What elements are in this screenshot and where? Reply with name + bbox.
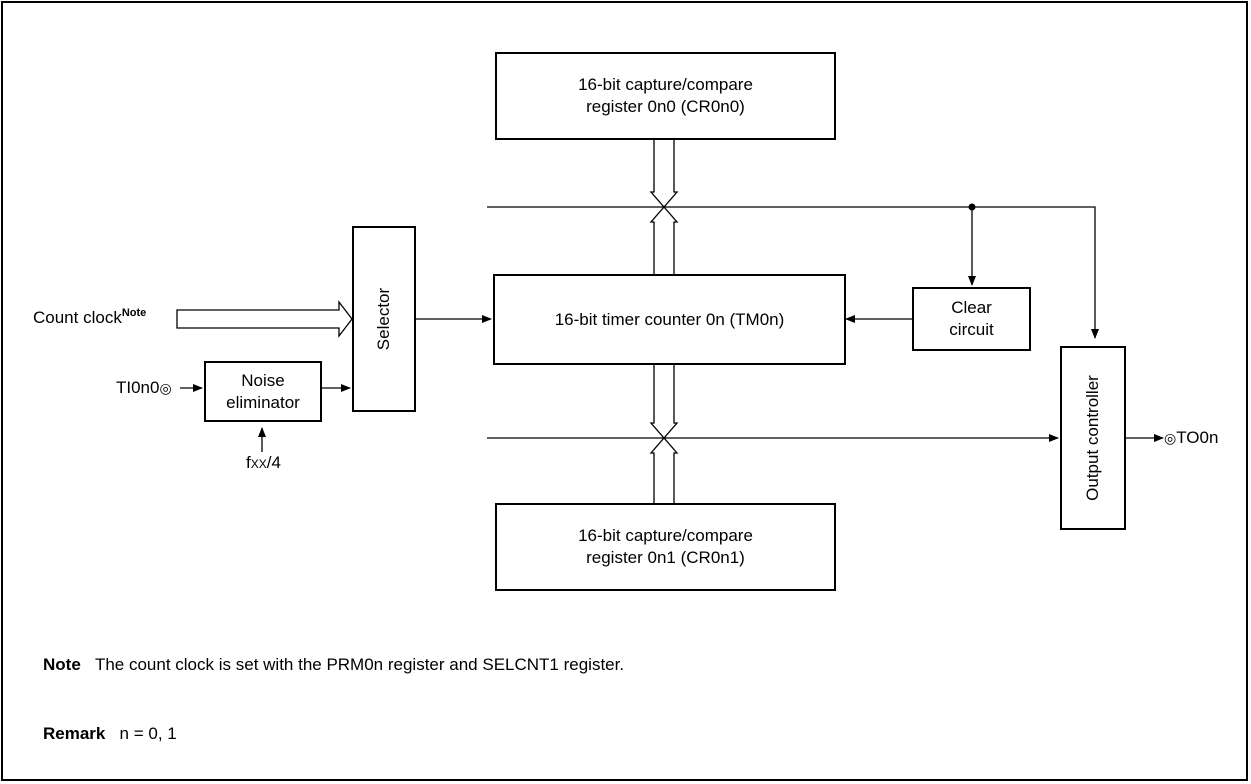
fxx-divider: /4 bbox=[266, 453, 281, 472]
remark-label: Remark bbox=[43, 724, 106, 743]
selector-box: Selector bbox=[352, 226, 416, 412]
cr0n0-label-line1: 16-bit capture/compare bbox=[578, 75, 753, 94]
output-controller-label: Output controller bbox=[1083, 375, 1102, 501]
noise-label-line1: Noise bbox=[241, 370, 285, 390]
note-line: Note The count clock is set with the PRM… bbox=[43, 655, 624, 675]
remark-line: Remark n = 0, 1 bbox=[43, 724, 177, 744]
upper-vertical-bus-lower bbox=[649, 206, 679, 274]
cr0n1-label-line2: register 0n1 (CR0n1) bbox=[586, 548, 745, 567]
cr0n0-label-line2: register 0n0 (CR0n0) bbox=[586, 97, 745, 116]
count-clock-note-mark: Note bbox=[121, 307, 147, 319]
remark-text: n = 0, 1 bbox=[119, 724, 177, 743]
ti-pin-text: TI0n0 bbox=[116, 378, 160, 397]
note-text: The count clock is set with the PRM0n re… bbox=[94, 655, 625, 674]
clear-label-line2: circuit bbox=[949, 320, 994, 339]
ti-pin-label: TI0n0◎ bbox=[116, 378, 172, 398]
tm0n-label: 16-bit timer counter 0n (TM0n) bbox=[554, 309, 785, 329]
count-clock-label: Count clockNote bbox=[33, 307, 146, 328]
cr0n0-register-box: 16-bit capture/compare register 0n0 (CR0… bbox=[495, 52, 836, 140]
lower-vertical-bus bbox=[649, 365, 679, 439]
note-label: Note bbox=[43, 655, 81, 674]
output-controller-box: Output controller bbox=[1060, 346, 1126, 530]
count-clock-text: Count clock bbox=[33, 308, 122, 327]
fxx-subscript: XX bbox=[250, 457, 267, 471]
clear-circuit-box: Clear circuit bbox=[912, 287, 1031, 351]
fxx-f: f bbox=[246, 453, 251, 472]
to-pin-text: TO0n bbox=[1176, 428, 1219, 447]
junction-dot bbox=[968, 203, 976, 211]
fxx-clock-label: fXX/4 bbox=[246, 453, 281, 473]
selector-label: Selector bbox=[374, 287, 393, 351]
upper-vertical-bus bbox=[649, 140, 679, 208]
noise-eliminator-box: Noise eliminator bbox=[204, 361, 322, 422]
upper-bus-line bbox=[487, 206, 1099, 339]
cr0n1-label-line1: 16-bit capture/compare bbox=[578, 526, 753, 545]
cr0n1-register-box: 16-bit capture/compare register 0n1 (CR0… bbox=[495, 503, 836, 591]
tm0n-timer-counter-box: 16-bit timer counter 0n (TM0n) bbox=[493, 274, 846, 365]
lower-vertical-bus-lower bbox=[649, 437, 679, 503]
count-clock-bus-arrow bbox=[176, 300, 353, 338]
clear-label-line1: Clear bbox=[951, 298, 992, 317]
to-pin-label: ◎TO0n bbox=[1164, 428, 1218, 448]
to-pin-symbol: ◎ bbox=[1164, 430, 1177, 446]
noise-label-line2: eliminator bbox=[226, 392, 300, 412]
ti-pin-symbol: ◎ bbox=[159, 380, 172, 396]
